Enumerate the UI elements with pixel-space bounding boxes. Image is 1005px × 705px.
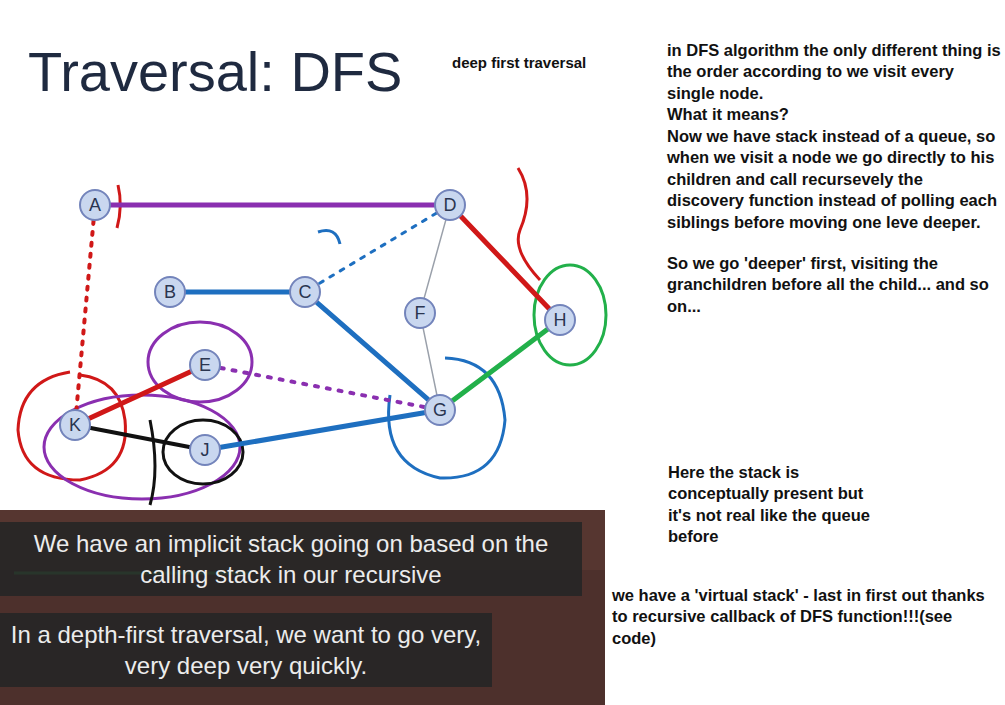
- node-letter: F: [415, 304, 426, 322]
- graph-node: G: [424, 394, 456, 426]
- graph-edge: [111, 203, 434, 208]
- video-subtitle: In a depth-first traversal, we want to g…: [0, 613, 492, 687]
- notes-column: in DFS algorithm the only different thin…: [667, 40, 1001, 317]
- pen-circle: [18, 372, 125, 480]
- node-letter: E: [199, 356, 211, 374]
- video-subtitle: We have an implicit stack going on based…: [0, 522, 582, 596]
- graph-node: F: [404, 297, 436, 329]
- graph-edge: [424, 220, 445, 297]
- graph-node: E: [189, 349, 221, 381]
- graph-node: H: [544, 304, 576, 336]
- node-letter: A: [89, 196, 101, 214]
- graph-node: J: [189, 434, 221, 466]
- node-letter: D: [444, 196, 457, 214]
- handwritten-note: deep first traversal: [452, 54, 586, 72]
- graph-edge: [319, 213, 437, 284]
- graph-edge: [221, 413, 424, 448]
- pen-circle: [534, 265, 606, 365]
- graph-node: B: [154, 276, 186, 308]
- pen-stroke: [150, 420, 155, 505]
- note-text: So we go 'deeper' first, visiting the gr…: [667, 253, 1001, 317]
- graph-node: K: [59, 409, 91, 441]
- note-text: we have a 'virtual stack' - last in firs…: [612, 585, 1000, 649]
- graph-edge: [90, 372, 191, 419]
- node-letter: G: [433, 401, 447, 419]
- video-frame: [0, 510, 605, 705]
- slide-title: Traversal: DFS: [28, 40, 402, 104]
- node-letter: J: [201, 441, 210, 459]
- node-letter: H: [554, 311, 567, 329]
- graph-node: C: [289, 276, 321, 308]
- graph-edge: [221, 368, 425, 407]
- graph-edge: [76, 221, 93, 409]
- node-letter: K: [69, 416, 81, 434]
- pen-stroke: [318, 231, 340, 245]
- graph-node: A: [79, 189, 111, 221]
- node-letter: B: [164, 283, 176, 301]
- graph-edge: [453, 330, 547, 401]
- note-text: in DFS algorithm the only different thin…: [667, 40, 1001, 104]
- graph-edge: [91, 428, 190, 447]
- note-text: Here the stack is conceptually present b…: [668, 462, 873, 548]
- note-text: Now we have stack instead of a queue, so…: [667, 126, 1001, 233]
- pen-stroke: [518, 168, 540, 280]
- note-text: What it means?: [667, 104, 1001, 125]
- node-letter: C: [299, 283, 312, 301]
- graph-edge: [186, 290, 289, 295]
- pen-circle: [148, 322, 252, 402]
- graph-edge: [461, 217, 549, 309]
- graph-node: D: [434, 189, 466, 221]
- graph-edge: [423, 329, 437, 395]
- pen-circle: [163, 420, 243, 484]
